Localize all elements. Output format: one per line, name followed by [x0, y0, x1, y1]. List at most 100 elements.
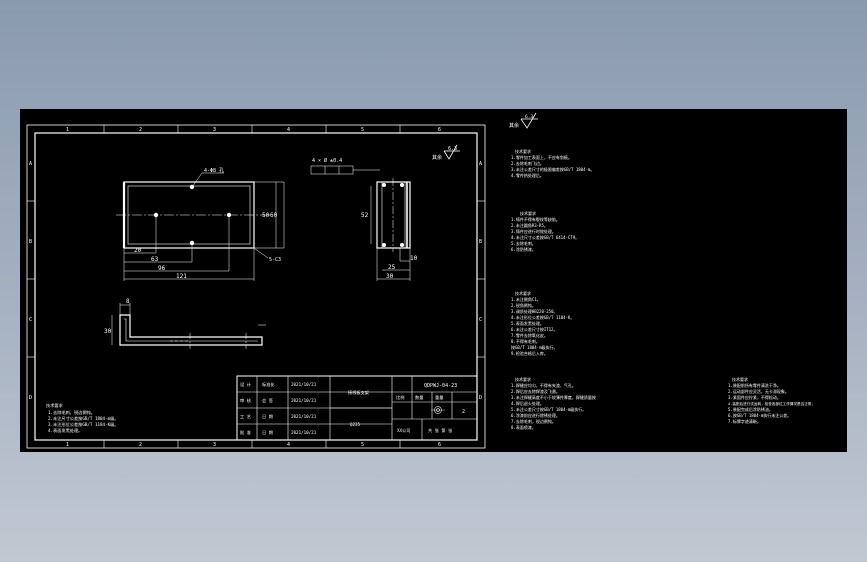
front-view: 4-Φ8 孔 5-C3 50 60 20 63 96 121: [116, 167, 285, 281]
rn-b3-l6: 6.未注公差尺寸按IT12。: [511, 326, 557, 332]
rn-b3-l10: 9.检验合格后入库。: [511, 350, 548, 356]
rn-b4-l5: 5.未注公差尺寸按GB/T 1804-m级执行。: [511, 406, 586, 412]
tb-quantity: 2: [462, 409, 465, 415]
tb-part-name: 接线板支架: [348, 389, 369, 396]
tb-scale-label: 比例: [396, 394, 404, 401]
frame-num-4: 4: [287, 127, 290, 133]
chamfer-callout: 5-C3: [269, 257, 281, 263]
tb-sign-label-4: 日 期: [262, 430, 273, 436]
rn-b4-l6: 6.涂漆前应进行除锈处理。: [511, 412, 560, 418]
rn-b4-l8: 8.表面喷漆。: [511, 424, 536, 430]
frame-letter-d-r: D: [479, 395, 482, 401]
rn-b1-l1: 1.零件加工表面上，不应有划痕。: [511, 154, 572, 160]
rn-b1-l3: 3.未注公差尺寸的极限偏差按GB/T 1804-m。: [511, 166, 594, 172]
dim-bottom-left: 30: [104, 328, 112, 335]
tb-weight-label: 重量: [435, 394, 443, 401]
svg-text:4 × Ø ±0.4: 4 × Ø ±0.4: [312, 157, 342, 164]
rn-b4-l4: 4.焊后退火处理。: [511, 400, 544, 406]
frame-letter-b-r: B: [479, 239, 482, 245]
rn-b4-l2: 2.焊后应去除焊渣及飞溅。: [511, 388, 560, 394]
rn-b3-title: 技术要求: [515, 290, 531, 296]
rn-b1-title: 技术要求: [515, 148, 531, 154]
frame-num-4-b: 4: [287, 442, 290, 448]
frame-num-1: 1: [66, 127, 69, 133]
tb-company: XX公司: [397, 428, 410, 433]
right-roughness: 其余 6.3: [509, 112, 538, 129]
rn-b2-l5: 5.去除毛刺。: [511, 240, 536, 246]
dim-side-w-mid: 25: [388, 264, 396, 271]
rn-b1-l4: 4.零件热处理后。: [511, 172, 544, 178]
rn-b1-l2: 2.去除毛刺飞边。: [511, 160, 544, 166]
tb-row-label-2: 审 核: [240, 397, 252, 404]
dim-front-hole-span: 96: [158, 265, 166, 272]
frame-num-3: 3: [213, 127, 216, 133]
frame-letter-a: A: [29, 161, 32, 167]
rn-b2-title: 技术要求: [520, 210, 536, 216]
rn-b2-l2: 2.未注圆角R3-R5。: [511, 222, 548, 228]
tb-drawing-number: QDPWJ-04-23: [424, 383, 457, 389]
right-notes: 技术要求 1.零件加工表面上，不应有划痕。 2.去除毛刺飞边。 3.未注公差尺寸…: [511, 148, 815, 430]
rn-b3-l8: 8.不得有毛刺。: [511, 338, 540, 344]
rn-b2-l1: 1.铸件不得有裂纹等缺陷。: [511, 216, 560, 222]
rn-b3-l9: 按GB/T 1804-m级执行。: [511, 344, 558, 350]
frame-num-2: 2: [139, 127, 142, 133]
tb-quantity-label: 数量: [415, 394, 423, 401]
frame-letter-c: C: [29, 317, 32, 323]
dim-side-w-small: 10: [410, 255, 418, 262]
tb-sheet: 共 张 第 张: [428, 427, 453, 434]
tb-date-4: 2021/10/21: [291, 430, 317, 435]
tolerance-note: 4 × Ø ±0.4: [310, 157, 380, 175]
dim-side-w: 30: [386, 273, 394, 280]
tech-notes-left-line-3: 3.未注形位公差按GB/T 1184-K级。: [48, 421, 118, 428]
frame-num-3-b: 3: [213, 442, 216, 448]
frame-letter-d: D: [29, 395, 32, 401]
cad-model-space[interactable]: 1 2 3 4 5 6 1 2 3 4 5 6 A B C D A B C D …: [20, 109, 847, 452]
rn-b3-l3: 3.调质处理HB220-250。: [511, 308, 558, 314]
dim-front-offset: 20: [134, 247, 142, 254]
rn-b4-l3: 3.未注焊缝高度不小于较薄件厚度，焊缝质量按: [511, 394, 596, 400]
roughness-note-label: 其余: [432, 154, 442, 161]
rn-b5-l3: 3.紧固件应拧紧，不得松动。: [728, 394, 781, 400]
frame-num-5-b: 5: [361, 442, 364, 448]
tb-material: Q235: [350, 422, 361, 427]
tech-notes-left-line-1: 1.去除毛刺，锐边倒钝。: [48, 409, 95, 416]
tech-notes-left-line-2: 2.未注尺寸公差按GB/T 1804-m级。: [48, 415, 118, 422]
rn-b5-l2: 2.运动部件应灵活，无卡滞现象。: [728, 388, 789, 394]
tech-notes-left: 技术要求 1.去除毛刺，锐边倒钝。 2.未注尺寸公差按GB/T 1804-m级。…: [46, 402, 118, 434]
frame-letter-c-r: C: [479, 317, 482, 323]
dim-front-h2: 60: [270, 212, 278, 219]
dim-front-h1: 50: [262, 212, 270, 219]
title-block: 设 计 审 核 工 艺 批 准 标准化 会 签 日 期 日 期 2021/10/…: [236, 375, 478, 441]
dim-front-mid: 63: [151, 256, 159, 263]
tb-date-3: 2021/10/21: [291, 414, 317, 419]
dim-side-h: 52: [361, 212, 369, 219]
front-hole-1: [189, 184, 195, 190]
rn-b3-l2: 2.锐角倒钝。: [511, 302, 536, 308]
frame-num-6-b: 6: [438, 442, 441, 448]
tech-notes-left-title: 技术要求: [46, 402, 64, 409]
frame-num-1-b: 1: [66, 442, 69, 448]
rn-b3-l1: 1.未注倒角C1。: [511, 296, 541, 302]
roughness-main-value: 6.3: [448, 146, 457, 152]
side-view: 52 10 25 30: [361, 178, 418, 281]
frame-letter-b: B: [29, 239, 32, 245]
rn-b5-l1: 1.装配前所有零件清洗干净。: [728, 382, 781, 388]
tb-sign-label-1: 标准化: [262, 381, 275, 388]
tb-sign-label-2: 会 签: [262, 397, 274, 404]
rn-b5-l6: 6.按GB/T 1804-m执行未注公差。: [728, 412, 791, 418]
right-roughness-symbol: 6.3: [525, 114, 533, 120]
tb-sign-label-3: 日 期: [262, 414, 273, 420]
rn-b5-l7: 7.标牌字迹清晰。: [728, 418, 761, 424]
frame-letter-a-r: A: [479, 161, 482, 167]
rn-b2-l3: 3.铸件应进行时效处理。: [511, 228, 556, 234]
rn-b5-l4: 4.装配后进行试运转，检查各部位工作情况是否正常，: [728, 401, 815, 406]
tb-row-label-3: 工 艺: [240, 414, 251, 419]
frame-num-5: 5: [361, 127, 364, 133]
rn-b3-l5: 5.表面发黑处理。: [511, 320, 544, 326]
rn-b3-l7: 7.零件去除氧化皮。: [511, 332, 548, 338]
tech-notes-left-line-4: 4.表面发黑处理。: [48, 427, 82, 434]
frame-ticks: [27, 125, 485, 448]
tb-row-label-1: 设 计: [240, 381, 251, 388]
dim-front-w: 121: [176, 273, 187, 280]
right-roughness-label: 其余: [509, 122, 519, 129]
